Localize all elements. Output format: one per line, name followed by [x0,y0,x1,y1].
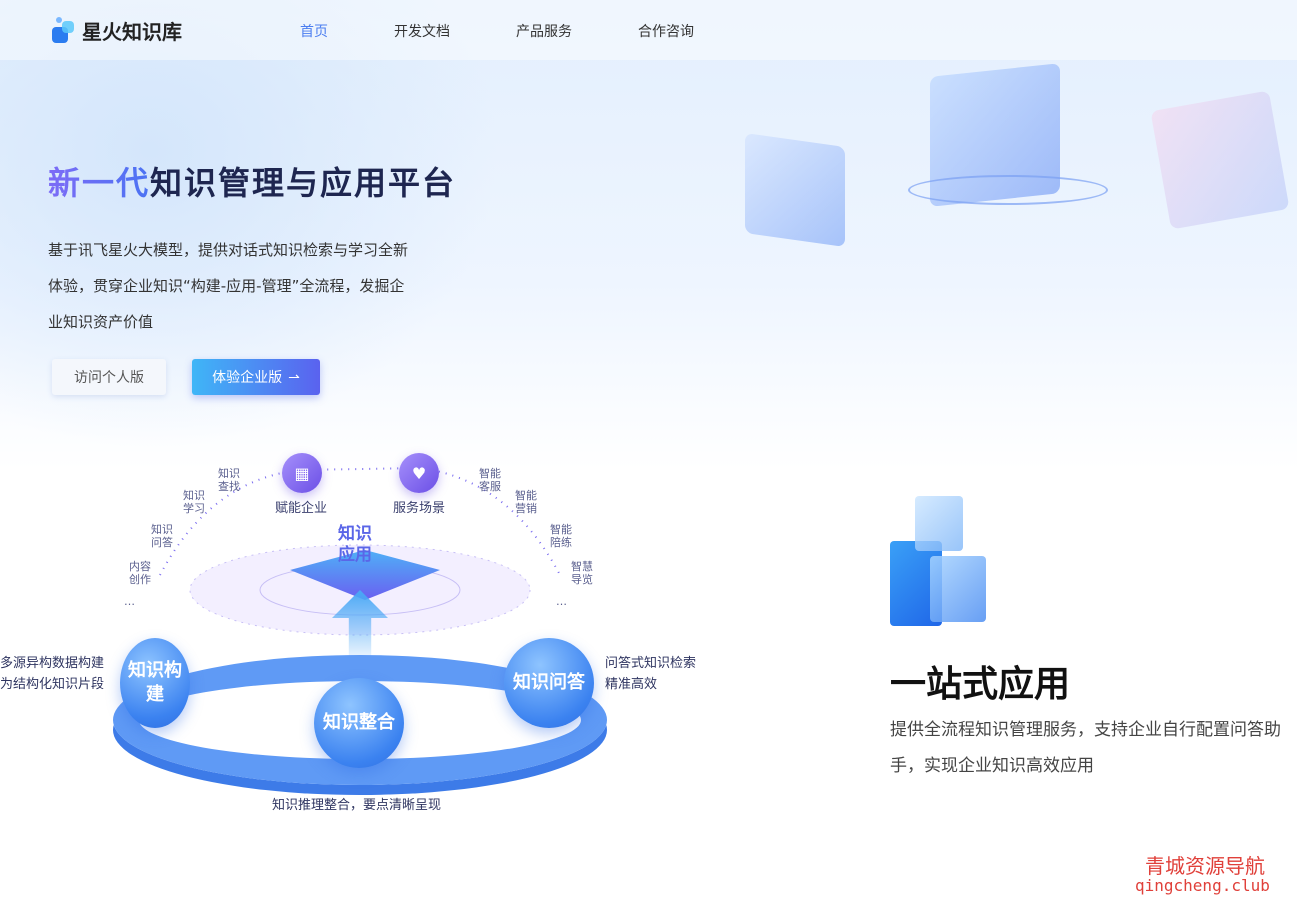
logo-icon [50,16,76,45]
cube-icon [890,496,990,628]
top-nav: 星火知识库 首页 开发文档 产品服务 合作咨询 [0,0,1297,60]
nav-products[interactable]: 产品服务 [516,24,572,40]
build-description: 多源异构数据构建为结构化知识片段 [0,656,105,692]
nav-contact[interactable]: 合作咨询 [638,24,694,40]
left-item: 知识学习 [183,489,205,515]
title-rest: 知识管理与应用平台 [150,164,457,202]
right-item: 智能客服 [479,467,501,493]
left-item: 内容创作 [129,560,151,586]
heart-hands-icon: ♥ [399,453,439,493]
enterprise-icon: ▦ [282,453,322,493]
watermark-text: 青城资源导航 [1145,854,1265,878]
card-illustration [745,132,845,248]
ball-build: 知识构建 [120,638,190,728]
logo-text: 星火知识库 [82,20,182,44]
nav-dev-docs[interactable]: 开发文档 [394,24,450,40]
feature-description: 提供全流程知识管理服务，支持企业自行配置问答助手，实现企业知识高效应用 [890,720,1281,776]
qa-description: 问答式知识检索精准高效 [605,656,697,692]
personal-version-button[interactable]: 访问个人版 [52,359,166,395]
glass-illustration [1150,90,1290,230]
ball-integrate: 知识整合 [314,678,404,768]
page-title: 新一代知识管理与应用平台 [48,158,456,204]
label-service-scenarios: 服务场景 [393,501,446,516]
right-item: 智慧导览 [571,560,593,586]
platform-illustration [908,175,1108,205]
right-item: 智能陪练 [550,523,572,549]
hero-description: 基于讯飞星火大模型，提供对话式知识检索与学习全新体验，贯穿企业知识“构建-应用-… [48,241,409,331]
left-item: 知识查找 [218,467,240,493]
knowledge-diagram: ▦ ♥ 赋能企业 服务场景 知识查找 知识学习 知识问答 内容创作 … 智能客服… [0,440,720,830]
feature-title: 一站式应用 [890,664,1071,705]
right-item: … [556,595,567,608]
right-item: 智能营销 [515,489,537,515]
arrow-right-icon: ⇀ [288,368,300,385]
integrate-description: 知识推理整合，要点清晰呈现 [272,798,442,813]
nav-home[interactable]: 首页 [300,24,328,40]
ball-qa: 知识问答 [504,638,594,728]
center-label: 知识应用 [338,524,372,565]
logo[interactable]: 星火知识库 [50,16,182,45]
left-item: … [124,595,135,608]
enterprise-version-button[interactable]: 体验企业版 ⇀ [192,359,320,395]
left-item: 知识问答 [151,523,173,549]
label-empower-enterprise: 赋能企业 [275,501,328,516]
watermark-url: qingcheng.club [1135,876,1270,895]
main-nav: 首页 开发文档 产品服务 合作咨询 [300,21,760,41]
enterprise-button-label: 体验企业版 [212,369,283,385]
title-accent: 新一代 [48,164,151,202]
